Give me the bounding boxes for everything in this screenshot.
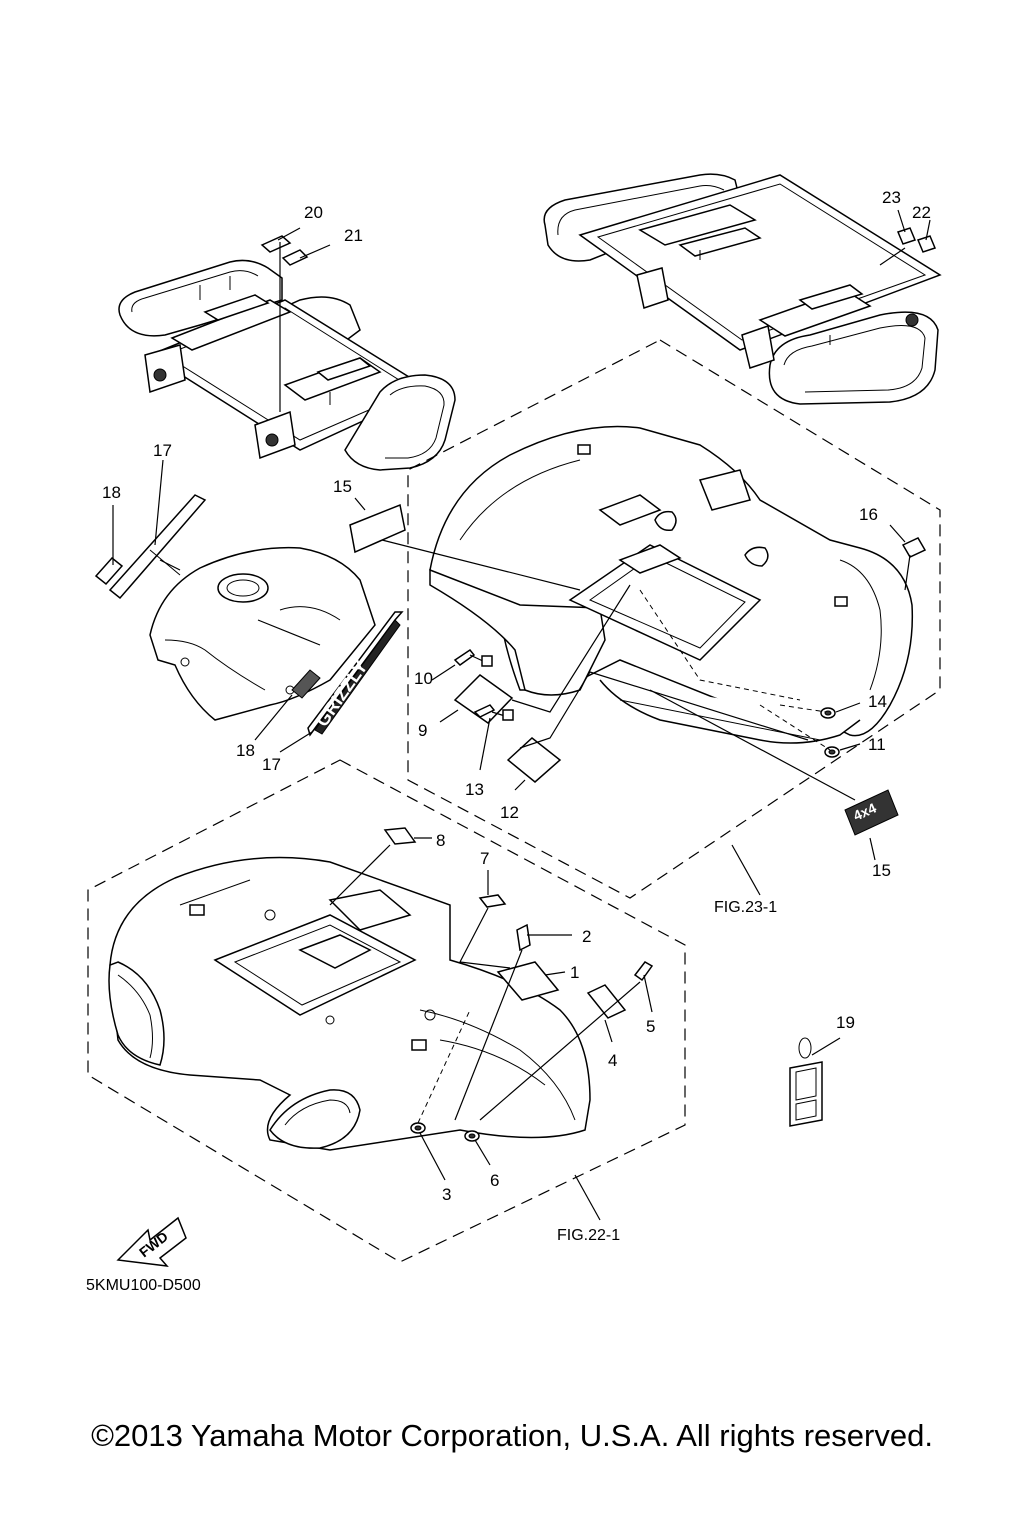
callout-18-lower: 18 [236, 741, 255, 760]
callout-2: 2 [582, 927, 591, 946]
diagram-code: 5KMU100-D500 [86, 1277, 201, 1294]
reflector-plate-4 [586, 984, 627, 1019]
callout-5: 5 [646, 1017, 655, 1036]
callout-20: 20 [304, 203, 323, 222]
callout-11: 11 [868, 735, 886, 754]
callout-17-lower: 17 [262, 755, 281, 774]
washer-6 [464, 1130, 480, 1142]
fig-ref-front: FIG.22-1 [557, 1227, 620, 1244]
callout-23: 23 [882, 188, 901, 207]
callout-19: 19 [836, 1013, 855, 1032]
callout-10: 10 [414, 669, 433, 688]
decal-18-small [94, 556, 124, 586]
callout-4: 4 [608, 1051, 617, 1070]
label-20 [260, 235, 292, 253]
callout-9: 9 [418, 721, 427, 740]
rivet-10 [453, 648, 493, 667]
callout-18-upper: 18 [102, 483, 121, 502]
callout-7: 7 [480, 849, 489, 868]
badge-4x4: 4x4 [844, 789, 899, 836]
callout-12: 12 [500, 803, 519, 822]
label-16 [901, 537, 927, 558]
label-23 [896, 227, 917, 245]
callout-1: 1 [570, 963, 579, 982]
front-carrier-rack [118, 259, 456, 471]
reflector-plate-12 [506, 737, 562, 783]
label-15-plate [349, 503, 406, 554]
front-fender [108, 856, 591, 1151]
callout-3: 3 [442, 1185, 451, 1204]
callout-13: 13 [465, 780, 484, 799]
callout-15-lower: 15 [872, 861, 891, 880]
washer-11 [824, 746, 840, 758]
rivet-13 [473, 704, 514, 721]
rear-fender-frame [407, 339, 941, 899]
label-21 [281, 249, 309, 266]
callout-15-upper: 15 [333, 477, 352, 496]
callout-21: 21 [344, 226, 363, 245]
label-8 [383, 827, 417, 845]
fig-ref-rear: FIG.23-1 [714, 899, 777, 916]
callout-16: 16 [859, 505, 878, 524]
front-fender-frame [87, 759, 686, 1263]
rear-carrier-rack [543, 173, 942, 405]
label-7 [478, 894, 507, 908]
callout-22: 22 [912, 203, 931, 222]
rivet-5 [633, 961, 654, 1013]
copyright-notice: ©2013 Yamaha Motor Corporation, U.S.A. A… [91, 1418, 933, 1453]
callout-14: 14 [868, 692, 887, 711]
tag-19 [789, 1037, 841, 1127]
callout-17-upper: 17 [153, 441, 172, 460]
callout-6: 6 [490, 1171, 499, 1190]
reflector-plate-9 [453, 674, 514, 724]
fwd-arrow: FWD [116, 1216, 187, 1267]
rear-fender [429, 425, 914, 744]
emblem-18 [291, 669, 321, 699]
washer-3 [410, 1122, 426, 1134]
decal-17-strip [108, 494, 207, 600]
callout-8: 8 [436, 831, 445, 850]
rivet-2 [516, 923, 572, 952]
washer-14 [820, 707, 836, 719]
